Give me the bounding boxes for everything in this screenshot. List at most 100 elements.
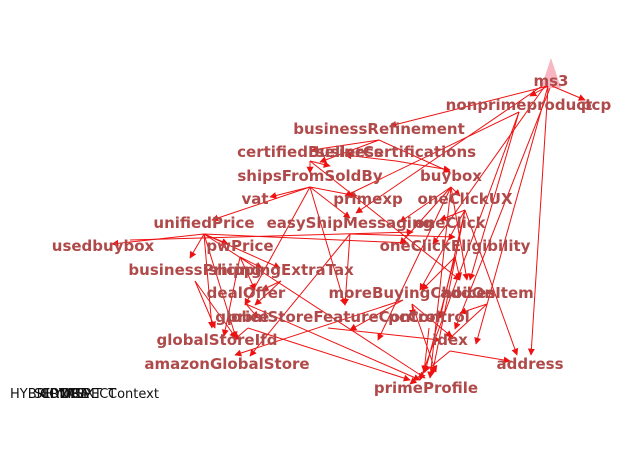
edge-arrow-46 <box>239 256 256 291</box>
node-globalstoreifd: globalStoreIfd <box>157 331 278 349</box>
edge-arrow-68 <box>341 233 351 306</box>
legend-item-db: DB <box>60 387 79 402</box>
legend-item-hydra: HYDRA <box>44 387 89 402</box>
edge-arrow-66 <box>454 256 463 280</box>
edge-arrow-4 <box>527 87 549 356</box>
node-vat: vat <box>241 190 268 208</box>
edge-arrow-45 <box>239 256 263 269</box>
edge-arrow-20 <box>309 186 358 199</box>
edge-arrow-32 <box>464 209 519 356</box>
edge-arrow-9 <box>418 111 520 381</box>
legend-item-aspect: ASPECT <box>66 387 116 402</box>
node-oneclick: oneClick <box>414 214 486 232</box>
node-idex: idex <box>432 331 468 349</box>
node-shippingextratax: shippingExtraTax <box>208 261 354 279</box>
edge-arrow-18 <box>395 160 451 173</box>
node-address: address <box>496 355 563 373</box>
edge-arrow-44 <box>129 228 414 241</box>
edge-arrow-10 <box>468 111 520 281</box>
legend-item-service: SERVICE <box>34 387 89 402</box>
edge-arrow-55 <box>411 303 453 338</box>
edge-arrow-26 <box>399 186 452 223</box>
node-nonprimeproduct: nonprimeproduct <box>446 96 593 114</box>
node-shipsfromsoldby: shipsFromSoldBy <box>237 167 382 185</box>
edge-arrow-17 <box>344 152 397 162</box>
edge-arrow-25 <box>450 186 461 197</box>
legend-item-hybrid: HYBRID <box>10 387 60 402</box>
edge-arrow-43 <box>203 233 409 247</box>
node-addonitem: addOnItem <box>440 284 534 302</box>
legend: HYBRID SERVICE CONTEXT HYDRA DB ASPECT C… <box>10 387 159 402</box>
edge-arrow-1 <box>529 85 549 97</box>
node-certifiedbusiness: certifiedBusiness <box>237 143 383 161</box>
edge-arrow-72 <box>349 299 404 331</box>
edge-arrow-19 <box>269 186 311 199</box>
edge-arrow-0 <box>389 85 549 128</box>
edge-arrow-31 <box>439 209 466 221</box>
node-sellercertifications: sellerCertifications <box>316 143 476 161</box>
node-unifiedprice: unifiedPrice <box>153 214 254 232</box>
edge-arrow-47 <box>221 256 241 337</box>
node-globalstorefeaturecontrol: globalStoreFeatureControl <box>215 308 440 326</box>
edge-arrow-24 <box>309 186 347 306</box>
edge-arrow-28 <box>450 186 470 281</box>
node-buybox: buybox <box>420 167 482 185</box>
edge-arrow-54 <box>408 303 416 317</box>
node-primexp: primexp <box>333 190 403 208</box>
node-easyshipmessaging: easyShipMessaging <box>267 214 434 232</box>
edge-arrow-11 <box>311 139 380 153</box>
edge-arrow-8 <box>344 111 520 197</box>
edge-arrow-21 <box>309 186 351 219</box>
node-businesspricing: businessPricing <box>128 261 261 279</box>
edge-arrow-53 <box>245 303 421 381</box>
edge-arrow-15 <box>309 160 461 281</box>
node-price: price <box>227 308 269 326</box>
edge-arrow-12 <box>378 139 451 173</box>
edge-arrow-5 <box>355 85 543 214</box>
edge-arrow-71 <box>234 299 404 357</box>
node-morebuyingchoices: moreBuyingChoices <box>328 284 495 302</box>
node-usedbuybox: usedbuybox <box>52 237 155 255</box>
edge-arrow-65 <box>421 256 456 291</box>
edge-arrow-16 <box>309 160 331 168</box>
edge-arrow-59 <box>233 327 249 341</box>
edge-arrow-57 <box>459 303 488 315</box>
edge-arrow-2 <box>551 85 586 101</box>
edge-arrow-48 <box>194 280 216 329</box>
edge-arrow-3 <box>474 85 549 345</box>
edge-layer <box>111 85 586 385</box>
edge-arrow-23 <box>244 186 311 306</box>
edge-arrow-58 <box>447 303 488 341</box>
edge-arrow-62 <box>421 327 430 373</box>
edge-arrow-61 <box>327 327 441 343</box>
node-pwprice: pwPrice <box>206 237 273 255</box>
edge-arrow-6 <box>432 85 546 245</box>
edge-arrow-63 <box>449 350 511 364</box>
edge-arrow-52 <box>245 303 259 319</box>
node-pcp: pcp <box>581 96 612 114</box>
legend-item-context-label: Context <box>108 387 159 402</box>
edge-arrow-22 <box>211 186 311 222</box>
edge-arrow-69 <box>249 233 351 357</box>
node-pccontrol: pcControl <box>388 308 470 326</box>
node-businessrefinement: businessRefinement <box>293 120 465 138</box>
node-ms3: ms3 <box>534 72 569 90</box>
edge-arrow-33 <box>419 209 466 291</box>
edge-arrow-13 <box>319 139 380 164</box>
legend-item-context: CONTEXT <box>40 387 102 402</box>
edge-arrow-51 <box>261 280 282 291</box>
node-amazonglobalstore: amazonGlobalStore <box>144 355 309 373</box>
edge-arrow-70 <box>349 233 456 241</box>
edge-arrow-30 <box>427 186 452 379</box>
node-primeprofile: primeProfile <box>374 379 478 397</box>
root-marker-icon <box>541 58 561 88</box>
edge-arrow-40 <box>203 233 238 339</box>
node-oneclickeligibility: oneClickEligibility <box>380 237 531 255</box>
edge-arrow-29 <box>377 186 452 341</box>
edge-arrow-50 <box>254 280 282 306</box>
edge-arrow-60 <box>247 327 411 382</box>
edge-arrow-7 <box>454 87 551 330</box>
label-layer: ms3 nonprimeproduct pcp businessRefineme… <box>52 72 612 397</box>
edge-arrow-67 <box>423 256 456 373</box>
